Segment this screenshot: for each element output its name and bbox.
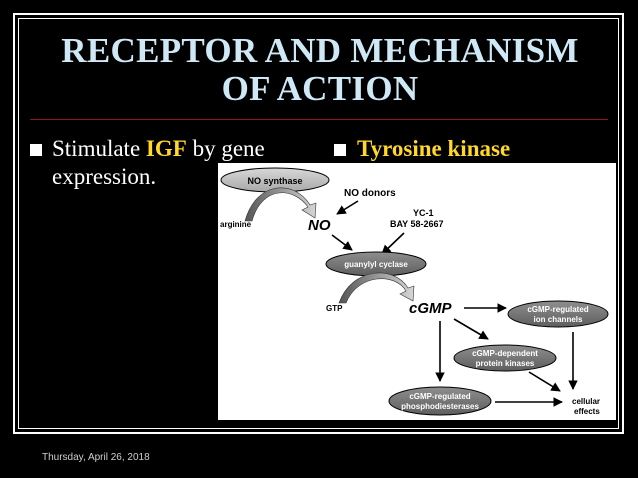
activator-arrow (381, 232, 405, 255)
ion-channels-node (507, 300, 609, 328)
guanylyl-cyclase-label: guanylyl cyclase (344, 260, 408, 269)
kinases-to-effects-arrow (528, 371, 561, 392)
bullet-1-pre: Stimulate (52, 136, 146, 161)
bullet-1-post: by gene (186, 136, 265, 161)
slide-date: Thursday, April 26, 2018 (42, 452, 150, 463)
cgmp-pathway-diagram: NO synthase arginine NO NO donors YC-1 B… (218, 163, 616, 420)
bullet-2-text: Tyrosine kinase (357, 136, 511, 161)
phosphodiesterases-node (388, 386, 492, 416)
title-line-1: RECEPTOR AND MECHANISM (61, 31, 579, 70)
bullet-1-line-2: expression. (52, 164, 157, 189)
bullet-1-text: Stimulate IGF by gene expression. (52, 135, 265, 191)
protein-kinases-label-1: cGMP-dependent (472, 349, 538, 358)
gtp-label: GTP (326, 304, 343, 313)
bullet-square-icon (30, 144, 42, 156)
slide-frame-inner (18, 18, 619, 429)
bay-label: BAY 58-2667 (390, 219, 444, 229)
no-label: NO (308, 217, 331, 234)
arginine-label: arginine (220, 220, 252, 229)
title-divider (30, 119, 608, 120)
yc1-label: YC-1 (413, 208, 434, 218)
protein-kinases-label-2: protein kinases (476, 359, 535, 368)
bullet-1-highlight: IGF (145, 136, 187, 161)
no-donors-arrow (336, 200, 359, 215)
cellular-effects-label-2: effects (574, 407, 600, 416)
slide-frame-outer (13, 13, 624, 434)
ion-channels-label-2: ion channels (534, 315, 583, 324)
protein-kinases-node (453, 344, 557, 372)
bullet-square-icon (334, 144, 346, 156)
conversion-arrow-2 (338, 272, 415, 304)
phosphodiesterases-label-1: cGMP-regulated (409, 392, 470, 401)
no-synthase-label: NO synthase (247, 176, 302, 186)
cgmp-label: cGMP (409, 300, 453, 317)
no-donors-label: NO donors (344, 188, 396, 199)
cellular-effects-label-1: cellular (572, 397, 600, 406)
no-to-cyclase-arrow (331, 234, 353, 251)
slide-title: RECEPTOR AND MECHANISM OF ACTION (30, 32, 610, 108)
cgmp-to-kinases-arrow (453, 318, 489, 340)
conversion-arrow-1 (244, 187, 317, 222)
phosphodiesterases-label-2: phosphodiesterases (401, 402, 479, 411)
title-line-2: OF ACTION (221, 69, 419, 108)
ion-channels-label-1: cGMP-regulated (527, 305, 588, 314)
